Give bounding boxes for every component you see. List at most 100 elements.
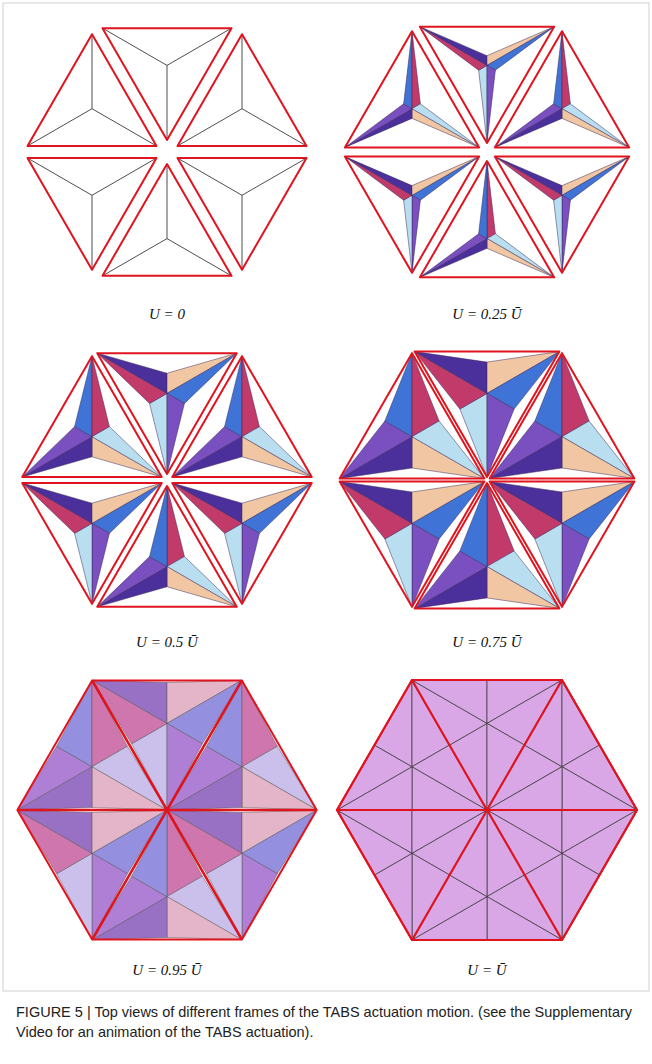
folded-facet xyxy=(242,523,259,604)
folded-facet xyxy=(345,104,412,148)
triangle-outline xyxy=(345,157,479,273)
folded-facet xyxy=(242,853,277,939)
crease-line xyxy=(242,34,243,108)
folded-facet xyxy=(562,745,637,810)
folded-facet xyxy=(340,482,412,539)
folded-facet xyxy=(93,680,167,743)
folded-facet xyxy=(207,681,242,767)
folded-facet xyxy=(97,353,167,393)
folded-facet xyxy=(75,356,92,437)
crease-line xyxy=(167,164,168,238)
hexagon-outline xyxy=(337,680,637,940)
triangle-outline xyxy=(487,680,637,810)
folded-facet xyxy=(337,810,412,853)
triangle-outline xyxy=(178,34,307,146)
folded-facet xyxy=(487,897,562,940)
folded-facet xyxy=(92,427,162,477)
folded-facet xyxy=(167,876,241,939)
triangle-outline xyxy=(168,681,317,810)
folded-facet xyxy=(97,557,167,607)
frame-label: U = 0.5 Ū xyxy=(136,634,198,651)
folded-facet xyxy=(172,437,242,477)
folded-facet xyxy=(75,523,92,604)
folded-facet xyxy=(412,680,487,723)
folded-facet xyxy=(415,352,487,409)
crease-line xyxy=(92,34,93,108)
folded-facet xyxy=(487,567,559,609)
folded-facet xyxy=(18,810,92,873)
folded-facet xyxy=(487,767,562,810)
triangle-outline xyxy=(18,681,167,810)
folded-facet xyxy=(167,353,237,403)
folded-facet xyxy=(487,551,559,608)
folded-facet xyxy=(415,352,487,394)
folded-facet xyxy=(167,486,184,567)
folded-facet xyxy=(375,680,413,767)
folded-facet xyxy=(487,234,554,278)
crease-line xyxy=(242,195,243,269)
triangle-outline xyxy=(337,680,487,810)
triangle-outline xyxy=(487,810,637,940)
folded-facet xyxy=(18,810,92,853)
triangle-outline xyxy=(93,811,242,940)
folded-facet xyxy=(562,421,634,478)
triangle-outline xyxy=(490,353,635,478)
folded-facet xyxy=(340,482,412,524)
folded-facet xyxy=(150,393,167,474)
folded-facet xyxy=(412,482,484,524)
triangle-outline xyxy=(28,158,157,270)
folded-facet xyxy=(242,767,316,810)
triangle-outline xyxy=(18,810,167,939)
folded-facet xyxy=(562,157,629,201)
folded-facet xyxy=(97,353,167,403)
frame-label: U = Ū xyxy=(467,962,506,979)
folded-facet xyxy=(490,437,562,479)
triangle-outline xyxy=(412,680,562,810)
folded-facet xyxy=(242,437,312,477)
folded-facet xyxy=(92,810,166,853)
folded-facet xyxy=(242,356,259,437)
folded-facet xyxy=(225,356,242,437)
folded-facet xyxy=(242,427,312,477)
frame-label: U = 0 xyxy=(149,306,185,323)
folded-facet xyxy=(93,680,167,723)
figure-caption: FIGURE 5 | Top views of different frames… xyxy=(16,1002,636,1043)
folded-facet xyxy=(562,853,600,940)
folded-facet xyxy=(242,746,316,809)
folded-facet xyxy=(92,853,127,939)
folded-facet xyxy=(487,875,562,940)
crease-line xyxy=(167,65,168,139)
frame-label: U = 0.25 Ū xyxy=(452,306,521,323)
folded-facet xyxy=(92,523,109,604)
folded-facet xyxy=(337,810,412,875)
folded-facet xyxy=(412,680,487,745)
folded-facet xyxy=(167,897,241,940)
folded-facet xyxy=(420,27,487,71)
folded-facet xyxy=(168,767,242,810)
folded-facet xyxy=(412,853,450,940)
folded-facet xyxy=(562,437,634,479)
folded-facet xyxy=(412,810,487,853)
figure-frame xyxy=(3,3,649,991)
folded-facet xyxy=(172,483,242,533)
folded-facet xyxy=(22,483,92,523)
folded-facet xyxy=(92,483,162,523)
folded-facet xyxy=(525,680,563,767)
folded-facet xyxy=(562,767,637,810)
frame-label: U = 0.95 Ū xyxy=(132,962,201,979)
folded-facet xyxy=(167,557,237,607)
crease-line xyxy=(92,195,93,269)
folded-facet xyxy=(167,567,237,607)
triangle-outline xyxy=(337,810,487,940)
folded-facet xyxy=(345,157,412,201)
folded-facet xyxy=(92,483,162,533)
triangle-outline xyxy=(172,356,312,477)
folded-facet xyxy=(562,104,629,148)
folded-facet xyxy=(495,104,562,148)
triangle-outline xyxy=(168,810,317,939)
triangle-outline xyxy=(412,810,562,940)
folded-facet xyxy=(412,157,479,201)
triangle-outline xyxy=(495,31,629,147)
frame-label: U = 0.75 Ū xyxy=(452,634,521,651)
